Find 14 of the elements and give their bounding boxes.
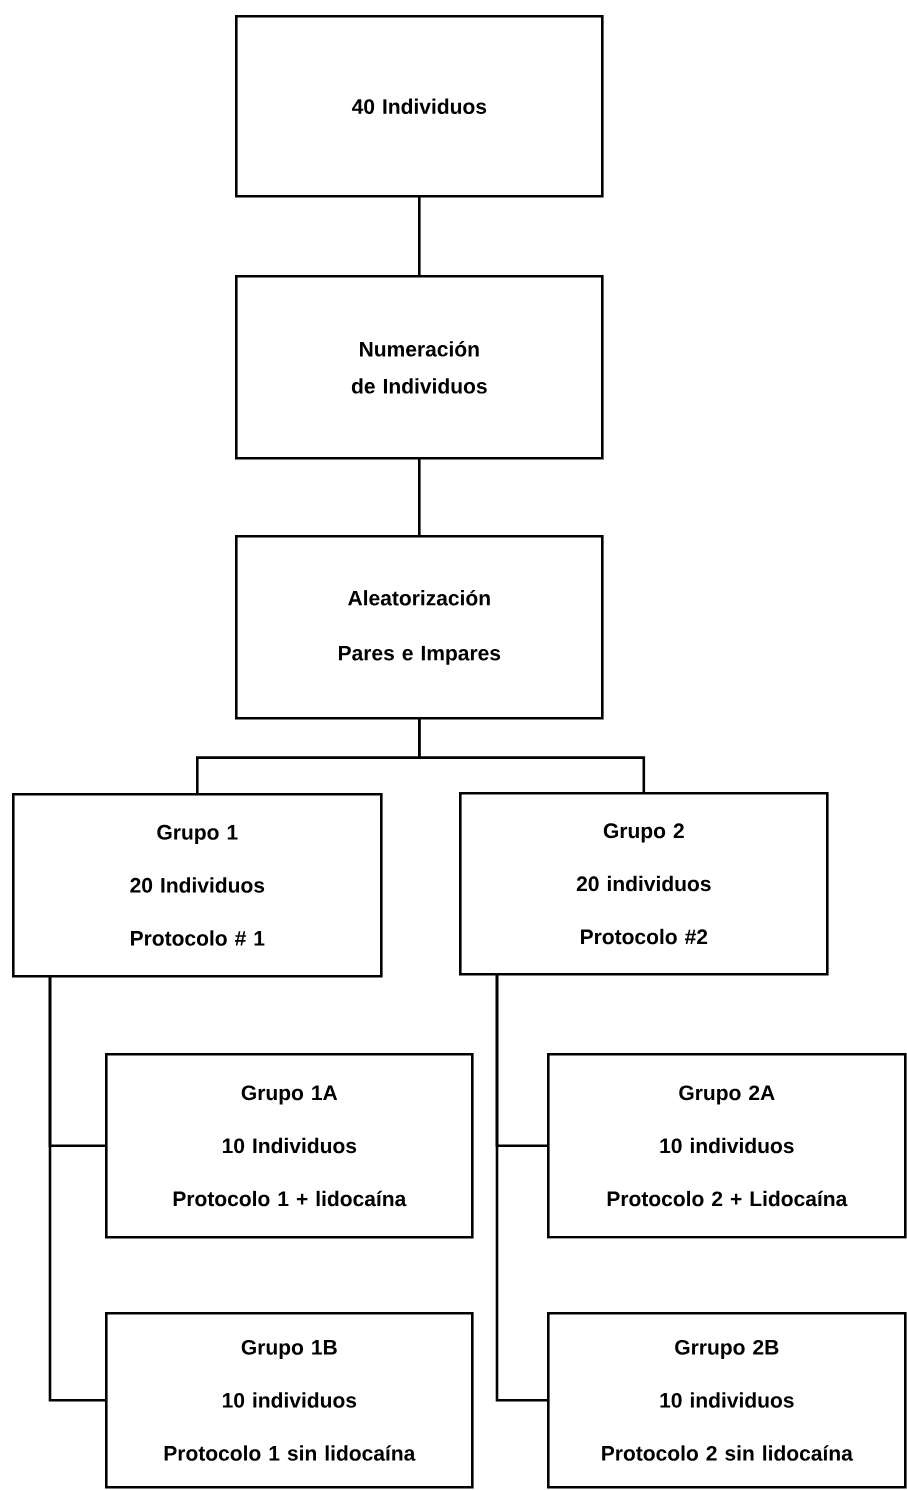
process-box: Numeración de Individuos: [235, 275, 604, 460]
connector-line: [418, 458, 421, 537]
process-box: Grupo 2A 10 individuos Protocolo 2 + Lidocaína: [547, 1053, 907, 1239]
process-box: Grupo 1A 10 Individuos Protocolo 1 + lidocaína: [105, 1053, 474, 1239]
process-box: Aleatorización Pares e Impares: [235, 535, 604, 720]
connector-line: [495, 974, 549, 1402]
process-box: Grupo 2 20 individuos Protocolo #2: [459, 792, 829, 976]
process-box: Grupo 1 20 Individuos Protocolo # 1: [12, 793, 383, 978]
connector-line: [418, 718, 646, 794]
process-box: Grupo 1B 10 individuos Protocolo 1 sin lidocaína: [105, 1312, 474, 1489]
connector-line: [418, 196, 421, 277]
process-box: 40 Individuos: [235, 15, 604, 198]
process-box: Grrupo 2B 10 individuos Protocolo 2 sin lidocaína: [547, 1312, 907, 1489]
connector-line: [48, 976, 107, 1402]
